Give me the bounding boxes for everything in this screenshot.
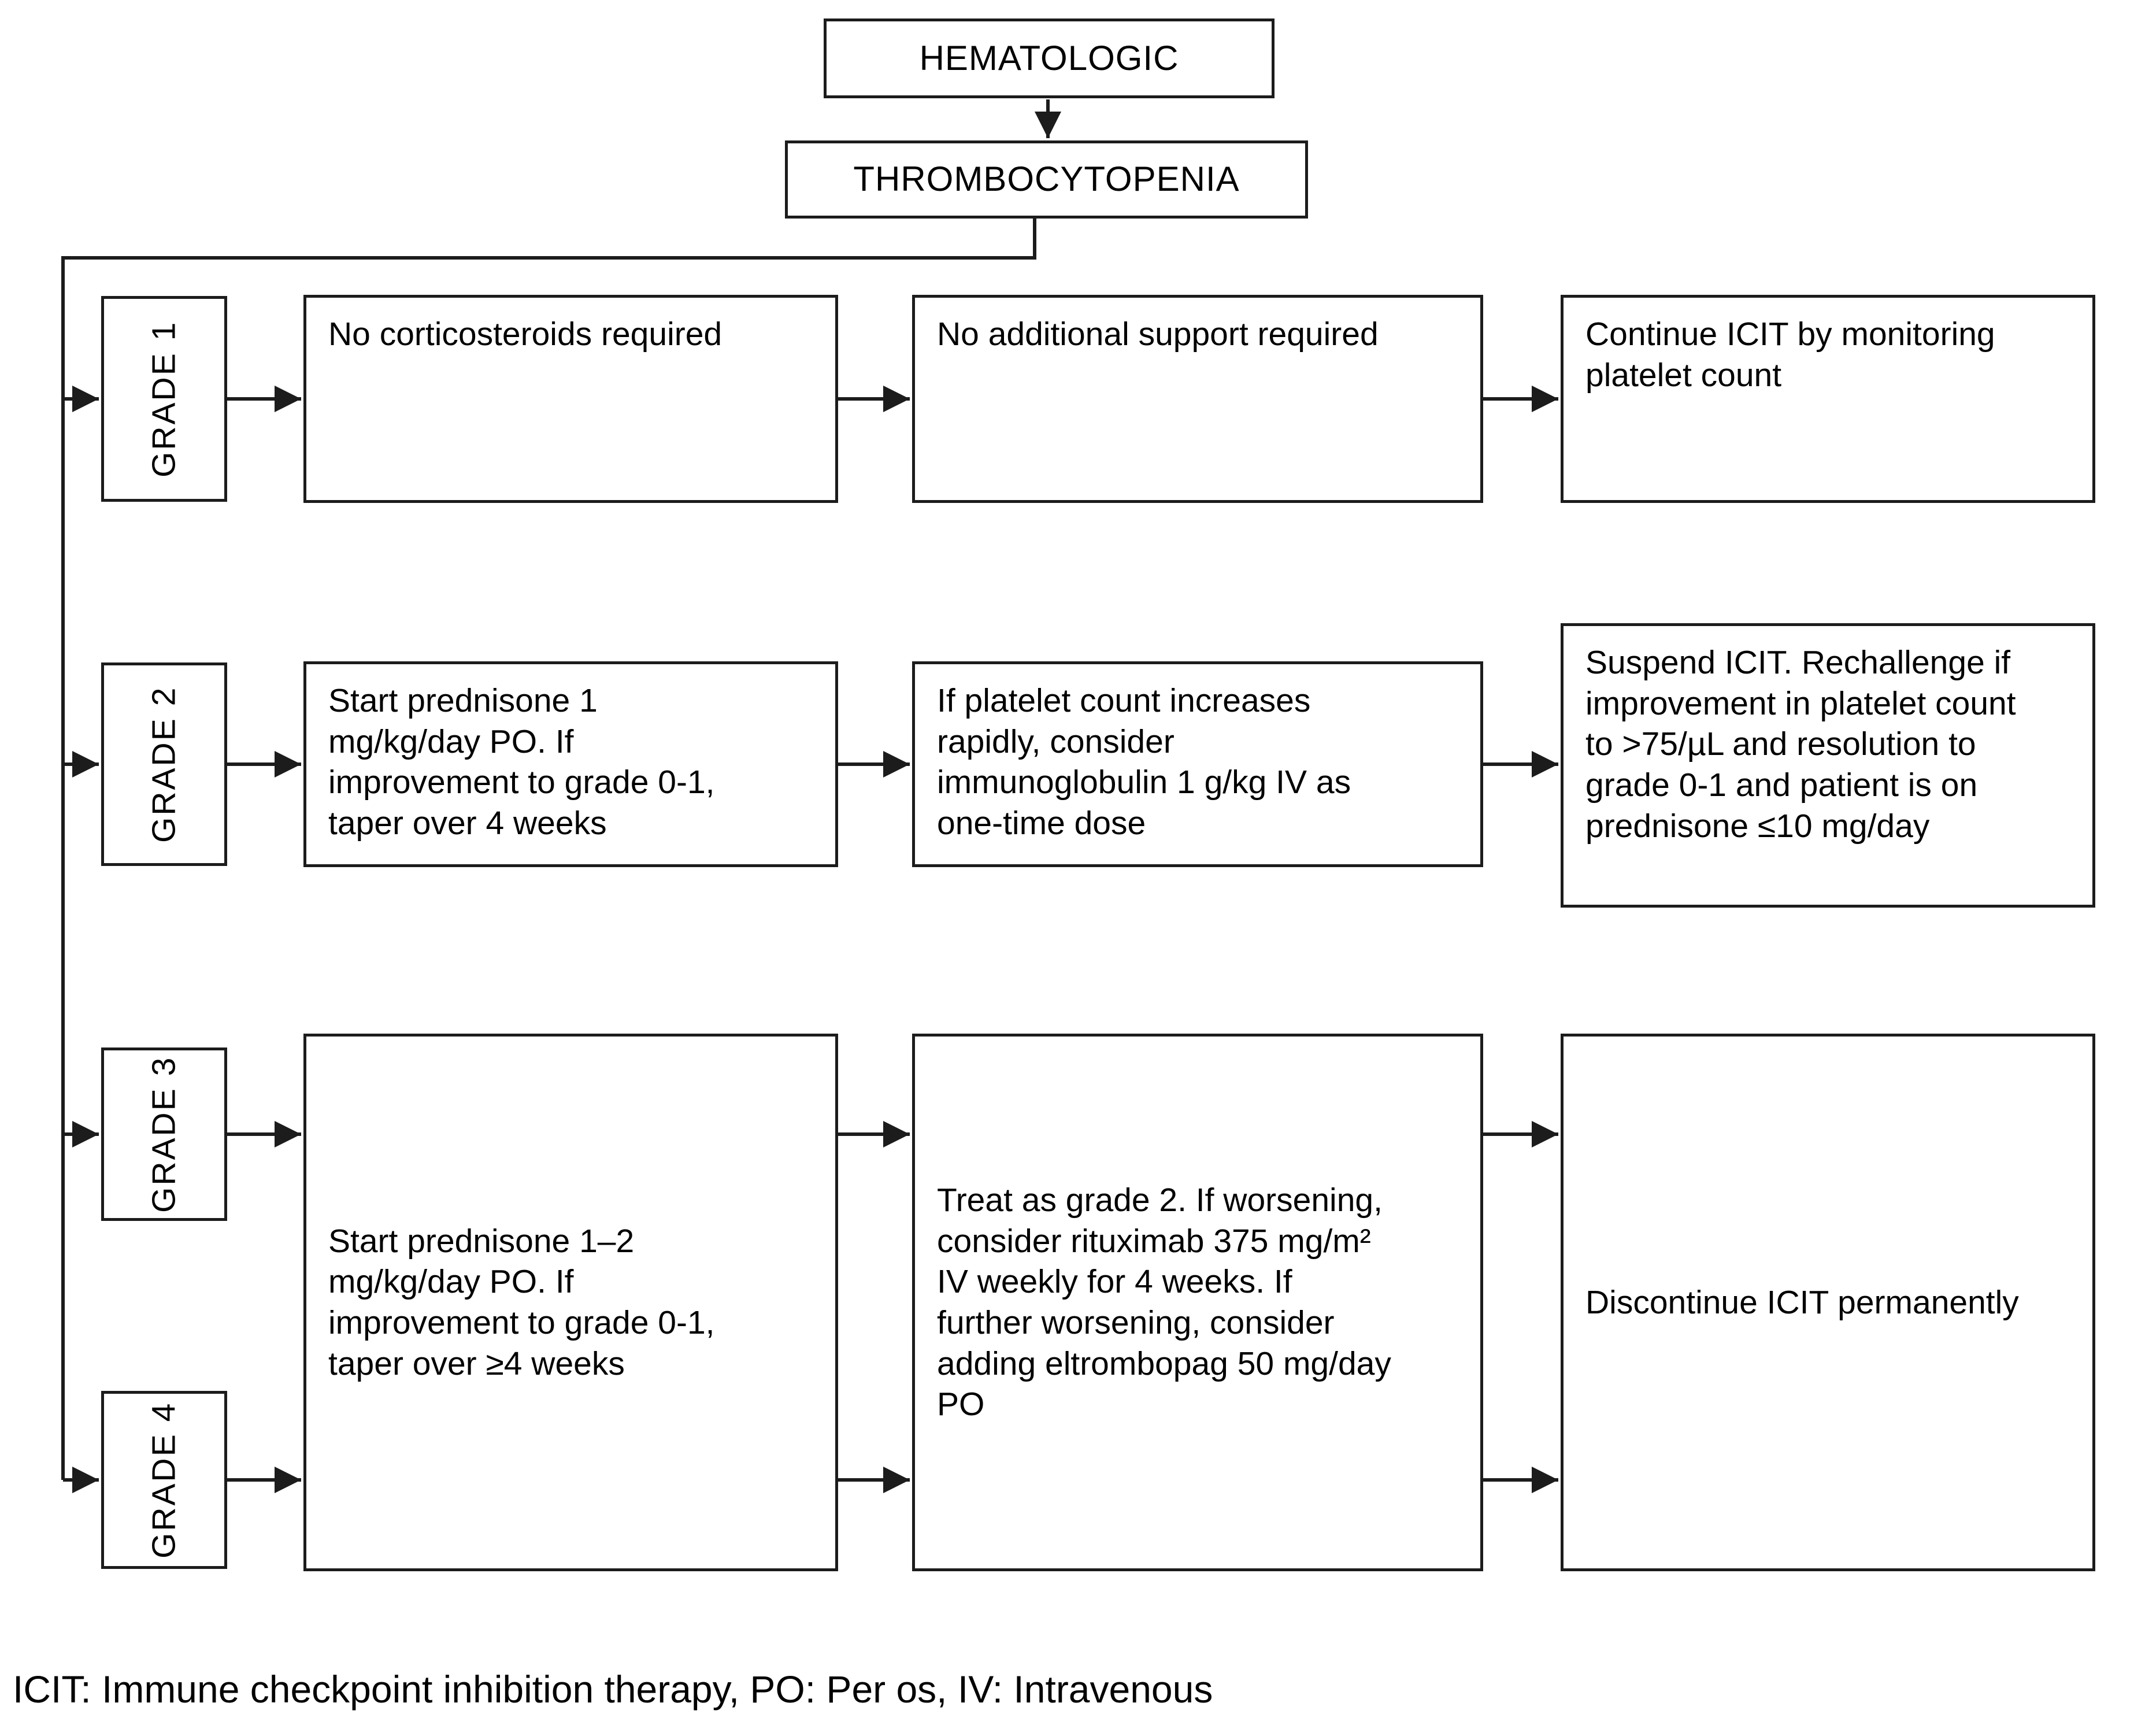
grade2-step1-box: Start prednisone 1 mg/kg/day PO. If impr…: [303, 661, 838, 867]
abbreviation-key: ICIT: Immune checkpoint inhibition thera…: [13, 1668, 1213, 1711]
grade3-label: GRADE 3: [145, 1056, 183, 1213]
node-hematologic: HEMATOLOGIC: [824, 18, 1275, 98]
grade2-step2-box: If platelet count increases rapidly, con…: [912, 661, 1483, 867]
grade2-label-box: GRADE 2: [101, 662, 227, 866]
grade1-outcome-box: Continue ICIT by monitoring platelet cou…: [1561, 295, 2095, 503]
grade4-label: GRADE 4: [145, 1401, 183, 1559]
grade1-label: GRADE 1: [145, 320, 183, 478]
grade34-outcome-box: Discontinue ICIT permanently: [1561, 1034, 2095, 1571]
grade1-step2-box: No additional support required: [912, 295, 1483, 503]
grade2-outcome-box: Suspend ICIT. Rechallenge if improvement…: [1561, 623, 2095, 908]
node-thrombocytopenia: THROMBOCYTOPENIA: [785, 140, 1308, 219]
grade3-label-box: GRADE 3: [101, 1047, 227, 1221]
grade4-label-box: GRADE 4: [101, 1391, 227, 1569]
grade1-step1-box: No corticosteroids required: [303, 295, 838, 503]
grade34-step2-box: Treat as grade 2. If worsening, consider…: [912, 1034, 1483, 1571]
grade34-step2-text: Treat as grade 2. If worsening, consider…: [937, 1181, 1391, 1423]
grade2-label: GRADE 2: [145, 686, 183, 843]
grade1-label-box: GRADE 1: [101, 296, 227, 502]
grade34-outcome-text: Discontinue ICIT permanently: [1585, 1283, 2019, 1321]
grade34-step1-box: Start prednisone 1–2 mg/kg/day PO. If im…: [303, 1034, 838, 1571]
grade34-step1-text: Start prednisone 1–2 mg/kg/day PO. If im…: [328, 1222, 715, 1382]
